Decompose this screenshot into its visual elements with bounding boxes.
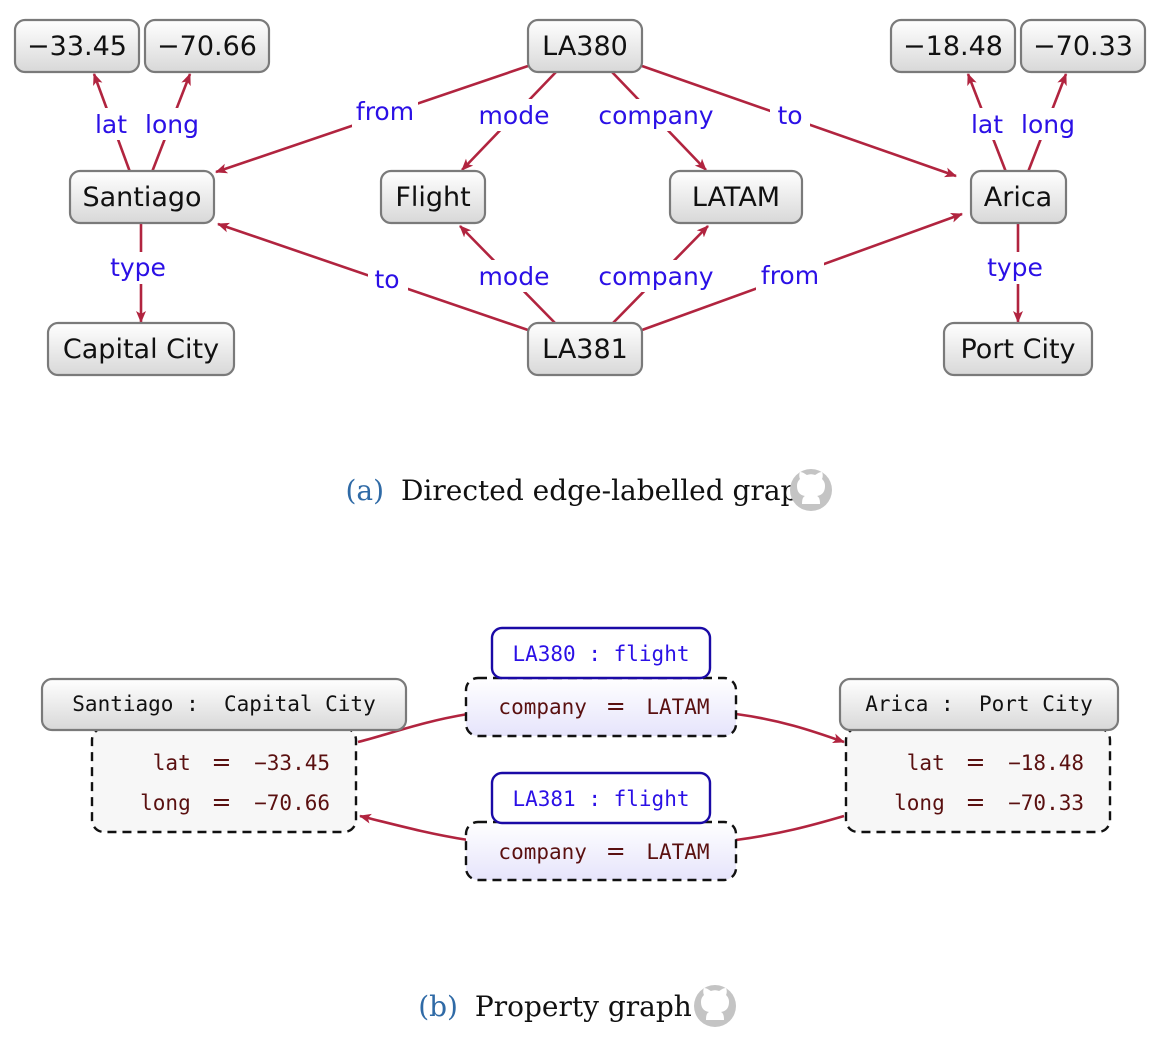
edge-label-la380-company: company [598, 101, 713, 130]
svg-text:company = LATA: company = LATAM [498, 837, 709, 865]
node-arica-long: −70.33 [1019, 18, 1147, 74]
node-la381: LA381 [526, 321, 644, 377]
caption-a-text: Directed edge-labelled graph [401, 474, 817, 507]
caption-a-tag: (a) [346, 474, 385, 507]
graph-a-nodes: −33.45 −70.66 LA380 −18.48 −70.33 Santia… [13, 18, 1147, 377]
node-label: −70.66 [157, 31, 257, 62]
pg-node-title: Arica : Port City [865, 692, 1093, 716]
pg-equals: = [965, 748, 985, 776]
node-santiago-lat: −33.45 [13, 18, 141, 74]
caption-b-tag: (b) [418, 990, 458, 1023]
pg-prop-value: −70.66 [254, 791, 330, 815]
edge-label-la381-to: to [374, 265, 399, 294]
edge-label-la380-mode: mode [479, 101, 550, 130]
github-icon[interactable] [694, 985, 736, 1027]
edge-label-la380-to: to [777, 101, 802, 130]
edge-label-santiago-type: type [110, 253, 166, 282]
graph-a: lat long from mode company to lat long t… [13, 18, 1147, 511]
node-arica: Arica [969, 169, 1068, 225]
edge-label-la381-mode: mode [479, 262, 550, 291]
caption-b-text: Property graph [475, 990, 692, 1023]
node-flight: Flight [379, 169, 487, 225]
edge-label-arica-long: long [1021, 110, 1075, 139]
pg-node-santiago: Santiago : Capital City lat = −33.45 lon… [40, 677, 408, 834]
node-arica-lat: −18.48 [889, 18, 1017, 74]
edge-label-la381-company: company [598, 262, 713, 291]
pg-edge-title: LA380 : flight [512, 642, 689, 666]
pg-edge-la381: LA381 : flight company = LATAM [464, 771, 738, 882]
svg-text:lat = −18.48: lat = −18.48 [907, 748, 1084, 776]
svg-text:lat = −33.45: lat = −33.45 [153, 748, 330, 776]
svg-text:long = −70.66: long = −70.66 [140, 788, 330, 816]
edge-label-santiago-lat: lat [95, 110, 127, 139]
pg-equals: = [606, 837, 626, 865]
pg-prop-key: lat [907, 751, 945, 775]
pg-prop-value: LATAM [646, 840, 709, 864]
pg-node-arica: Arica : Port City lat = −18.48 long = −7… [838, 677, 1120, 834]
svg-text:long = −70.33: long = −70.33 [894, 788, 1084, 816]
svg-text:(b) Property graph: (b) Property graph [418, 990, 692, 1023]
node-port-city: Port City [942, 321, 1094, 377]
node-label: LATAM [692, 182, 780, 213]
pg-equals: = [211, 748, 231, 776]
svg-text:company = LATA: company = LATAM [498, 692, 709, 720]
pg-prop-key: long [140, 791, 191, 815]
pg-prop-value: −70.33 [1008, 791, 1084, 815]
pg-prop-key: long [894, 791, 945, 815]
node-label: −70.33 [1033, 31, 1133, 62]
edge-la381-from-arica [735, 814, 845, 842]
graph-a-edges [92, 64, 1068, 332]
pg-prop-value: −33.45 [254, 751, 330, 775]
pg-prop-value: −18.48 [1008, 751, 1084, 775]
node-santiago: Santiago [68, 169, 216, 225]
edge-label-arica-type: type [987, 253, 1043, 282]
edge-la380-from-santiago [357, 712, 469, 744]
edge-label-santiago-long: long [145, 110, 199, 139]
graph-b: Santiago : Capital City lat = −33.45 lon… [40, 626, 1120, 1027]
pg-prop-key: lat [153, 751, 191, 775]
caption-b: (b) Property graph [418, 985, 736, 1027]
github-icon[interactable] [790, 469, 832, 511]
edge-label-la381-from: from [761, 261, 819, 290]
node-la380: LA380 [526, 18, 644, 74]
node-label: Arica [984, 182, 1052, 213]
pg-equals: = [211, 788, 231, 816]
node-label: Flight [395, 182, 470, 213]
node-santiago-long: −70.66 [143, 18, 271, 74]
pg-equals: = [965, 788, 985, 816]
pg-equals: = [606, 692, 626, 720]
svg-text:(a) Directed edge-labe: (a) Directed edge-labelled graph [346, 474, 817, 507]
node-label: Santiago [82, 182, 201, 213]
node-label: Capital City [63, 334, 219, 365]
edge-label-arica-lat: lat [971, 110, 1003, 139]
node-latam: LATAM [668, 169, 804, 225]
pg-prop-value: LATAM [646, 695, 709, 719]
edge-la381-to-santiago [359, 813, 469, 842]
caption-a: (a) Directed edge-labelled graph [346, 469, 832, 511]
graph-a-edge-labels: lat long from mode company to lat long t… [92, 95, 1080, 296]
node-label: −18.48 [903, 31, 1003, 62]
node-label: LA381 [542, 334, 628, 365]
edge-label-la380-from: from [356, 97, 414, 126]
pg-edge-title: LA381 : flight [512, 787, 689, 811]
node-label: LA380 [542, 31, 628, 62]
pg-node-title: Santiago : Capital City [72, 692, 375, 716]
node-capital-city: Capital City [46, 321, 236, 377]
pg-prop-key: company [498, 840, 587, 864]
node-label: Port City [960, 334, 1075, 365]
pg-prop-key: company [498, 695, 587, 719]
node-label: −33.45 [27, 31, 127, 62]
edge-la380-to-arica [735, 712, 845, 744]
pg-edge-la380: LA380 : flight company = LATAM [464, 626, 738, 738]
